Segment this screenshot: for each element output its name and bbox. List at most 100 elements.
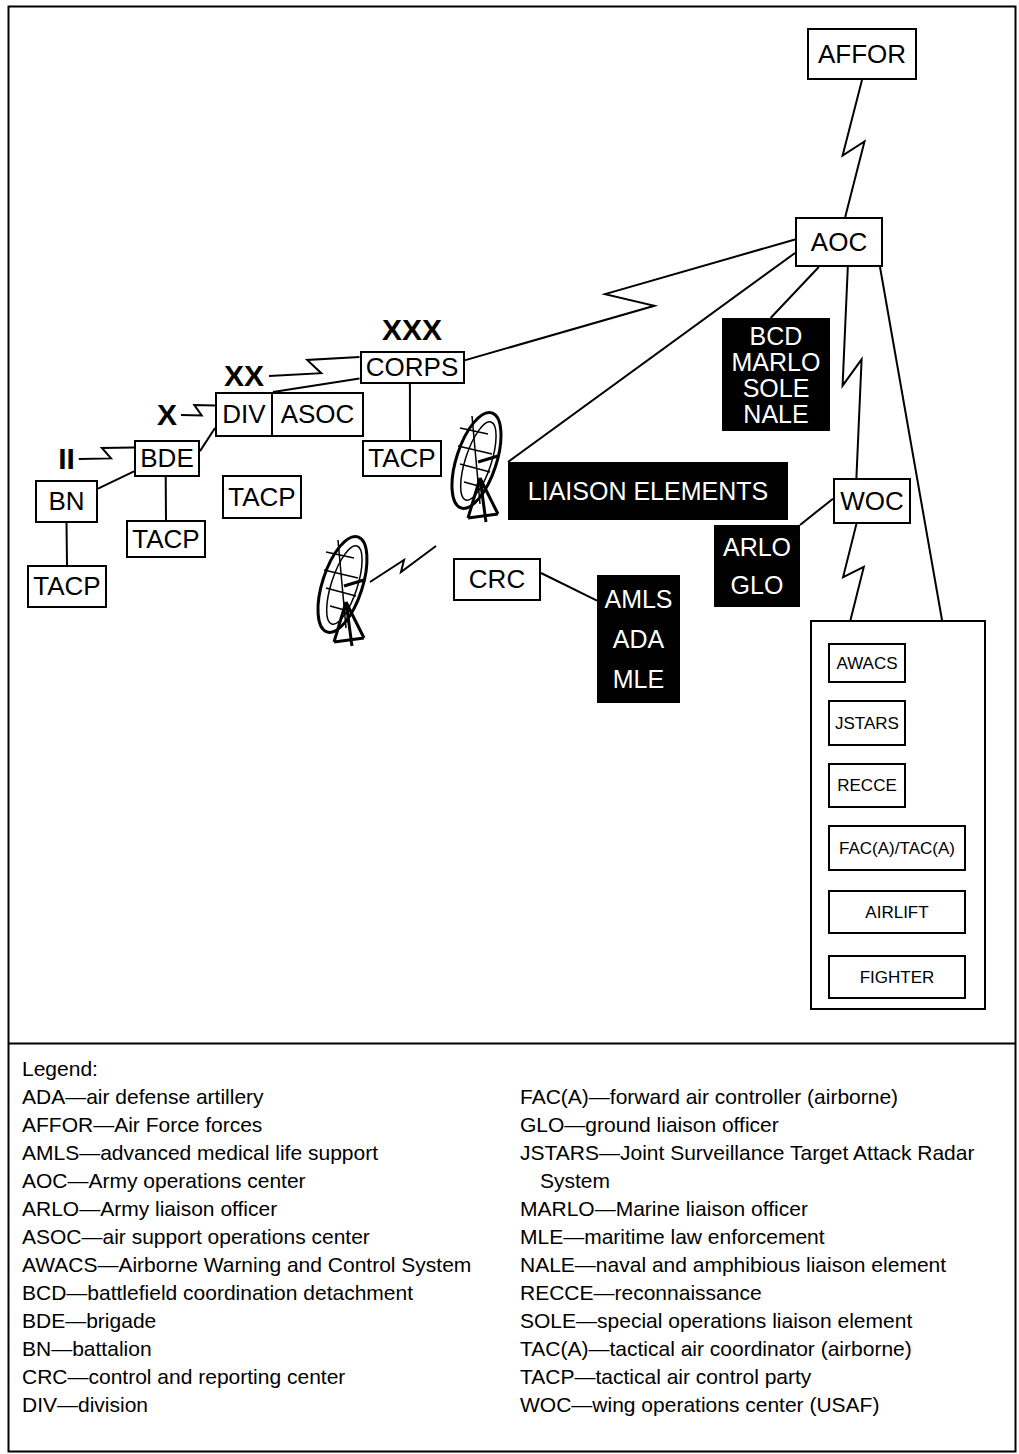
legend-entry: ASOC—air support operations center — [22, 1223, 370, 1251]
unit-box: CRC — [453, 558, 541, 601]
box-label: FIGHTER — [860, 968, 935, 987]
echelon-symbol: X — [157, 400, 177, 430]
group-box: AWACS JSTARS RECCE FAC(A)/TAC(A) AIRLIFT FIGH… — [810, 620, 986, 1010]
liaison-box: AMLSADAMLE — [597, 575, 680, 703]
box-label: ASOC — [281, 400, 355, 429]
unit-box: TACP — [362, 440, 442, 477]
box-label: TACP — [33, 572, 100, 601]
legend-entry: DIV—division — [22, 1391, 148, 1419]
legend-entry: NALE—naval and amphibious liaison elemen… — [520, 1251, 946, 1279]
box-label: AOC — [811, 228, 867, 257]
aircraft-box: AWACS — [828, 643, 906, 683]
aircraft-box: JSTARS — [828, 700, 906, 746]
unit-box: TACP — [222, 475, 302, 519]
legend-entry: ADA—air defense artillery — [22, 1083, 264, 1111]
liaison-box: BCDMARLOSOLENALE — [722, 318, 830, 431]
box-label: BN — [48, 487, 84, 516]
connector — [200, 428, 215, 451]
box-label: AWACS — [836, 654, 897, 673]
box-label: FAC(A)/TAC(A) — [839, 839, 955, 858]
connector — [165, 477, 167, 520]
liaison-box: LIAISON ELEMENTS — [508, 462, 788, 520]
outer-frame — [9, 7, 1016, 1452]
box-label: AIRLIFT — [865, 903, 928, 922]
box-label: BCD — [750, 323, 803, 349]
aircraft-box: FIGHTER — [828, 955, 966, 999]
legend-entry: MARLO—Marine liaison officer — [520, 1195, 808, 1223]
legend-entry: BN—battalion — [22, 1335, 152, 1363]
legend-entry: RECCE—reconnaissance — [520, 1279, 762, 1307]
legend-divider — [9, 1043, 1016, 1045]
legend-entry: GLO—ground liaison officer — [520, 1111, 779, 1139]
unit-box: XXDIV — [215, 392, 273, 437]
box-label: CRC — [469, 565, 525, 594]
connector — [771, 267, 819, 318]
legend-entry: JSTARS—Joint Surveillance Target Attack … — [520, 1139, 1000, 1195]
unit-box: TACP — [27, 565, 107, 608]
unit-box: TACP — [126, 520, 206, 558]
legend-entry: BCD—battlefield coordination detachment — [22, 1279, 413, 1307]
aircraft-box: RECCE — [828, 763, 906, 808]
unit-box: AOC — [795, 217, 883, 267]
box-label: RECCE — [837, 776, 897, 795]
radio-link — [370, 546, 436, 582]
legend-entry: AWACS—Airborne Warning and Control Syste… — [22, 1251, 512, 1279]
connector — [66, 523, 69, 565]
box-label: ARLO — [723, 528, 791, 566]
legend-entry: BDE—brigade — [22, 1307, 156, 1335]
connector — [800, 499, 833, 525]
legend-entry: AMLS—advanced medical life support — [22, 1139, 378, 1167]
radio-link — [269, 357, 360, 376]
box-label: CORPS — [366, 354, 458, 381]
echelon-symbol: II — [58, 444, 75, 474]
connector — [541, 573, 597, 601]
legend-heading: Legend: — [22, 1055, 98, 1083]
box-label: TACP — [228, 483, 295, 512]
box-label: MARLO — [732, 349, 821, 375]
liaison-box: ARLOGLO — [714, 525, 800, 607]
satellite-dish — [442, 407, 511, 522]
unit-box: WOC — [833, 478, 911, 524]
box-label: LIAISON ELEMENTS — [528, 477, 768, 505]
box-label: GLO — [731, 566, 784, 604]
connector — [409, 384, 411, 441]
connector — [98, 471, 134, 488]
radio-link — [843, 524, 864, 620]
box-label: NALE — [743, 401, 808, 427]
connector — [273, 379, 360, 392]
aircraft-box: AIRLIFT — [828, 890, 966, 934]
unit-box: IIBN — [35, 480, 98, 523]
radio-link — [843, 267, 862, 478]
radio-link — [181, 405, 215, 416]
legend-entry: AFFOR—Air Force forces — [22, 1111, 262, 1139]
box-label: TACP — [368, 444, 435, 473]
box-label: MLE — [613, 659, 664, 699]
legend-entry: ARLO—Army liaison officer — [22, 1195, 277, 1223]
radio-link — [79, 447, 134, 459]
box-label: BDE — [140, 444, 193, 473]
echelon-symbol: XXX — [382, 315, 442, 345]
radio-link — [843, 80, 865, 217]
box-label: WOC — [840, 487, 904, 516]
satellite-dish — [308, 531, 377, 646]
box-label: JSTARS — [835, 714, 899, 733]
box-label: SOLE — [743, 375, 810, 401]
aircraft-box: FAC(A)/TAC(A) — [828, 825, 966, 871]
legend-entry: MLE—maritime law enforcement — [520, 1223, 825, 1251]
unit-box: XXXCORPS — [360, 351, 465, 384]
connector — [880, 267, 942, 620]
legend-entry: FAC(A)—forward air controller (airborne) — [520, 1083, 898, 1111]
legend-entry: TACP—tactical air control party — [520, 1363, 811, 1391]
box-label: AFFOR — [818, 40, 906, 69]
box-label: DIV — [222, 400, 265, 429]
unit-box: ASOC — [271, 392, 364, 437]
box-label: ADA — [613, 619, 664, 659]
legend-entry: CRC—control and reporting center — [22, 1363, 345, 1391]
legend-entry: TAC(A)—tactical air coordinator (airborn… — [520, 1335, 912, 1363]
unit-box: AFFOR — [807, 28, 917, 80]
echelon-symbol: XX — [224, 361, 264, 391]
unit-box: XBDE — [134, 440, 200, 477]
legend-entry: SOLE—special operations liaison element — [520, 1307, 912, 1335]
box-label: TACP — [132, 525, 199, 554]
legend-entry: AOC—Army operations center — [22, 1167, 306, 1195]
